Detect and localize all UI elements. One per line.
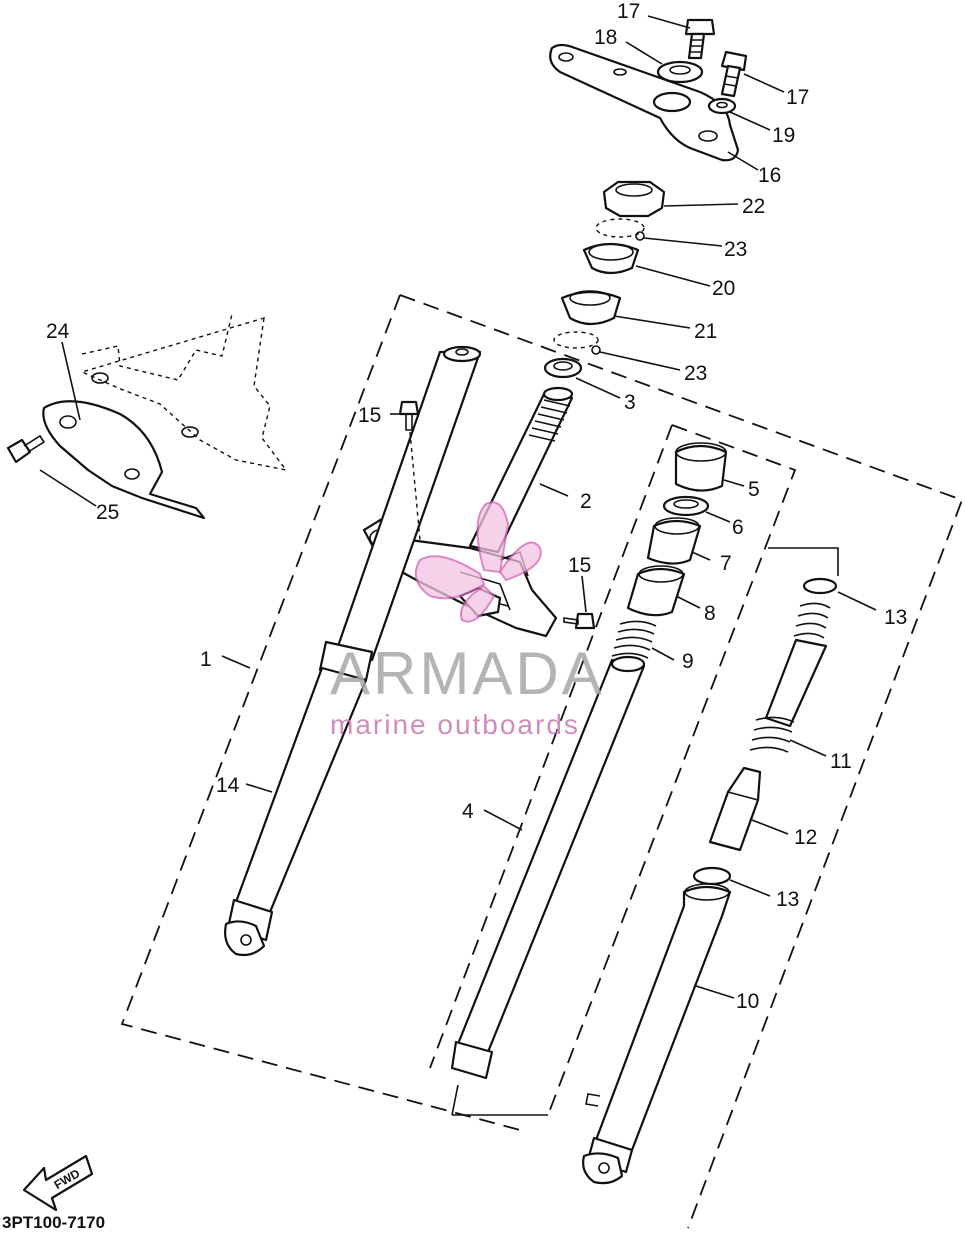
bushing-7 bbox=[646, 517, 702, 565]
callout-1: 1 bbox=[200, 648, 212, 671]
bearing-race-21 bbox=[560, 290, 622, 326]
o-ring-13-upper bbox=[802, 577, 838, 595]
fwd-arrow: FWD bbox=[22, 1154, 94, 1212]
washer-18 bbox=[656, 60, 704, 84]
bolt-15-upper bbox=[398, 400, 421, 541]
callout-11: 11 bbox=[830, 750, 852, 773]
o-ring-13-lower bbox=[692, 866, 732, 886]
ball-race-23-upper bbox=[595, 218, 645, 241]
watermark-tagline: marine outboards bbox=[330, 709, 580, 740]
callout-23b: 23 bbox=[684, 362, 707, 385]
cover-3 bbox=[543, 357, 583, 379]
bearing-race-20 bbox=[582, 242, 640, 275]
damper-rod-11 bbox=[749, 602, 831, 753]
callout-15b: 15 bbox=[568, 554, 591, 577]
callout-5: 5 bbox=[748, 478, 760, 501]
callout-2: 2 bbox=[580, 490, 592, 513]
ring-nut-22 bbox=[602, 180, 666, 218]
taper-spindle-12 bbox=[708, 766, 762, 852]
callout-17a: 17 bbox=[617, 0, 640, 23]
outer-tube-10 bbox=[582, 883, 732, 1185]
callout-3: 3 bbox=[624, 391, 636, 414]
callout-25: 25 bbox=[96, 501, 119, 524]
assembly-boundary-inner bbox=[429, 424, 797, 1116]
callout-13b: 13 bbox=[776, 888, 799, 911]
callout-labels: 17 18 17 19 16 22 23 20 21 23 3 24 15 2 … bbox=[46, 0, 907, 1013]
handle-crown bbox=[549, 43, 740, 162]
fork-leg-left-14 bbox=[224, 345, 482, 957]
spring-9 bbox=[611, 620, 657, 659]
diagram-code: 3PT100-7170 bbox=[2, 1213, 105, 1232]
armada-watermark: ARMADA marine outboards bbox=[330, 501, 605, 740]
callout-8: 8 bbox=[704, 602, 716, 625]
callout-6: 6 bbox=[732, 516, 744, 539]
callout-21: 21 bbox=[694, 320, 717, 343]
bolt-17-right bbox=[720, 50, 748, 98]
cap-5 bbox=[674, 442, 728, 492]
callout-19: 19 bbox=[772, 124, 795, 147]
watermark-brand: ARMADA bbox=[330, 640, 605, 707]
callout-12: 12 bbox=[794, 826, 817, 849]
callout-22: 22 bbox=[742, 195, 765, 218]
ball-race-23-lower bbox=[553, 331, 601, 355]
callout-24: 24 bbox=[46, 320, 70, 343]
callout-16: 16 bbox=[758, 164, 781, 187]
callout-9: 9 bbox=[682, 650, 694, 673]
bracket-24 bbox=[42, 400, 206, 520]
inner-tube-4 bbox=[450, 655, 646, 1080]
bolt-15-lower bbox=[563, 612, 596, 630]
bushing-8 bbox=[626, 565, 686, 617]
assembly-boundary-outer bbox=[120, 294, 964, 1229]
washer-19 bbox=[707, 97, 737, 115]
callout-23a: 23 bbox=[724, 238, 747, 261]
bolt-17-left bbox=[684, 18, 716, 60]
butterfly-logo bbox=[414, 501, 542, 623]
callout-7: 7 bbox=[720, 552, 732, 575]
callout-13a: 13 bbox=[884, 606, 907, 629]
callout-20: 20 bbox=[712, 277, 735, 300]
callout-14: 14 bbox=[216, 774, 240, 797]
fender-outline bbox=[79, 313, 288, 472]
callout-17b: 17 bbox=[786, 86, 809, 109]
callout-18: 18 bbox=[594, 26, 617, 49]
oil-seal-6 bbox=[662, 495, 710, 517]
bolt-25 bbox=[6, 434, 46, 464]
callout-15a: 15 bbox=[358, 404, 381, 427]
callout-10: 10 bbox=[736, 990, 759, 1013]
callout-4: 4 bbox=[462, 800, 474, 823]
leader-lines bbox=[39, 15, 877, 999]
damper-bracket-line bbox=[451, 547, 839, 1116]
